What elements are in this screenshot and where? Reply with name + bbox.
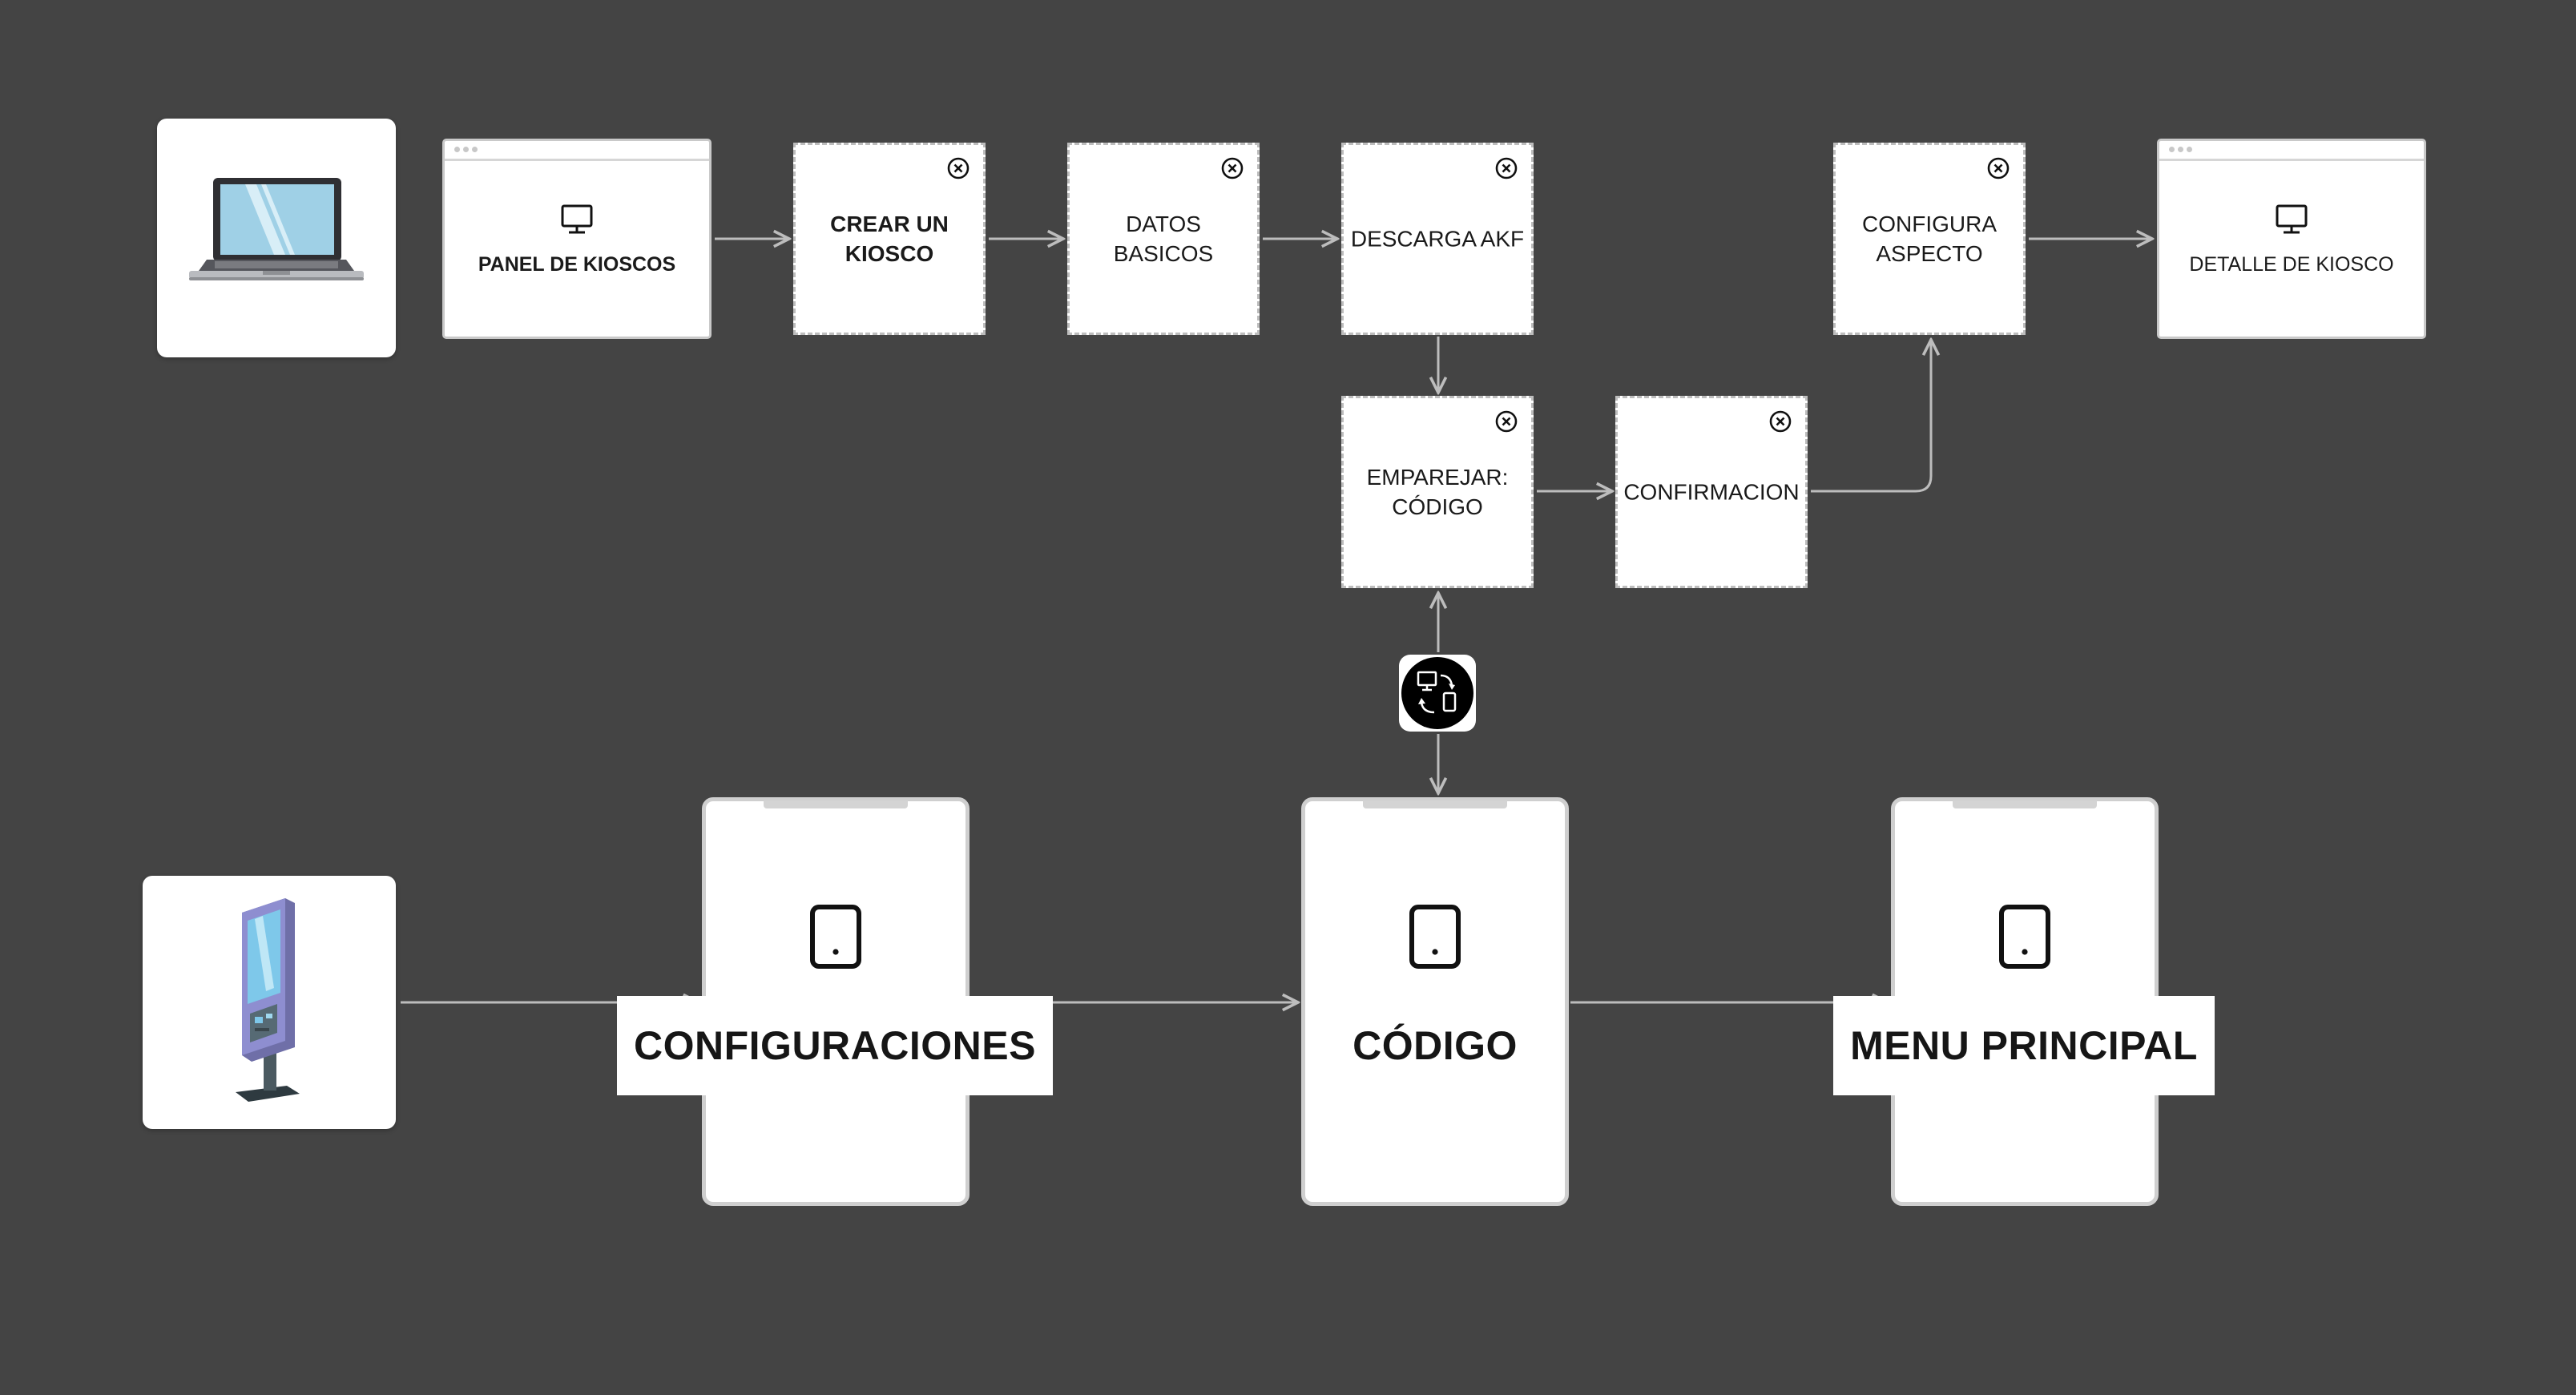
node-label: PANEL DE KIOSCOS xyxy=(478,253,676,276)
node-label: CONFIRMACION xyxy=(1623,479,1800,505)
close-circle-icon[interactable] xyxy=(946,156,970,180)
node-panel-de-kioscos[interactable]: PANEL DE KIOSCOS xyxy=(442,139,712,339)
node-emparejar-codigo[interactable]: EMPAREJAR: CÓDIGO xyxy=(1341,396,1534,588)
window-dots xyxy=(2169,147,2196,153)
window-dots xyxy=(454,147,482,153)
node-label: CREAR UN KIOSCO xyxy=(830,212,949,266)
kiosk-device-card xyxy=(143,876,396,1129)
window-title-bar xyxy=(445,141,709,161)
close-circle-icon[interactable] xyxy=(1986,156,2010,180)
node-label: DETALLE DE KIOSCO xyxy=(2189,253,2394,276)
tablet-icon xyxy=(1999,905,2050,969)
node-datos-basicos[interactable]: DATOS BASICOS xyxy=(1067,143,1260,335)
close-circle-icon[interactable] xyxy=(1768,409,1792,433)
node-label: CONFIGURA ASPECTO xyxy=(1862,212,1997,266)
close-circle-icon[interactable] xyxy=(1494,409,1518,433)
connector-confirmacion-to-configura xyxy=(1811,340,1931,493)
device-sync-icon xyxy=(1401,657,1473,729)
close-circle-icon[interactable] xyxy=(1220,156,1244,180)
laptop-icon xyxy=(189,178,364,280)
node-label: EMPAREJAR: CÓDIGO xyxy=(1366,465,1509,519)
node-detalle-de-kiosco[interactable]: DETALLE DE KIOSCO xyxy=(2157,139,2426,339)
device-sync-badge xyxy=(1399,655,1476,732)
node-crear-un-kiosco[interactable]: CREAR UN KIOSCO xyxy=(793,143,986,335)
tablet-notch xyxy=(1363,800,1507,808)
node-label: DATOS BASICOS xyxy=(1113,212,1214,266)
tablet-icon xyxy=(1409,905,1461,969)
node-confirmacion[interactable]: CONFIRMACION xyxy=(1615,396,1808,588)
node-configura-aspecto[interactable]: CONFIGURA ASPECTO xyxy=(1833,143,2026,335)
close-circle-icon[interactable] xyxy=(1494,156,1518,180)
screen-label-configuraciones: CONFIGURACIONES xyxy=(617,996,1053,1095)
screen-label-menu-principal: MENU PRINCIPAL xyxy=(1833,996,2215,1095)
kiosk-terminal-icon xyxy=(236,898,300,1102)
node-label: DESCARGA AKF xyxy=(1350,226,1525,252)
monitor-icon xyxy=(2276,204,2308,234)
screen-codigo[interactable] xyxy=(1301,797,1569,1206)
screen-label-codigo: CÓDIGO xyxy=(1353,1023,1518,1068)
tablet-notch xyxy=(764,800,908,808)
laptop-device-card xyxy=(157,119,396,357)
monitor-icon xyxy=(561,204,593,234)
window-title-bar xyxy=(2159,141,2424,161)
tablet-notch xyxy=(1953,800,2097,808)
node-descarga-akf[interactable]: DESCARGA AKF xyxy=(1341,143,1534,335)
tablet-icon xyxy=(810,905,861,969)
